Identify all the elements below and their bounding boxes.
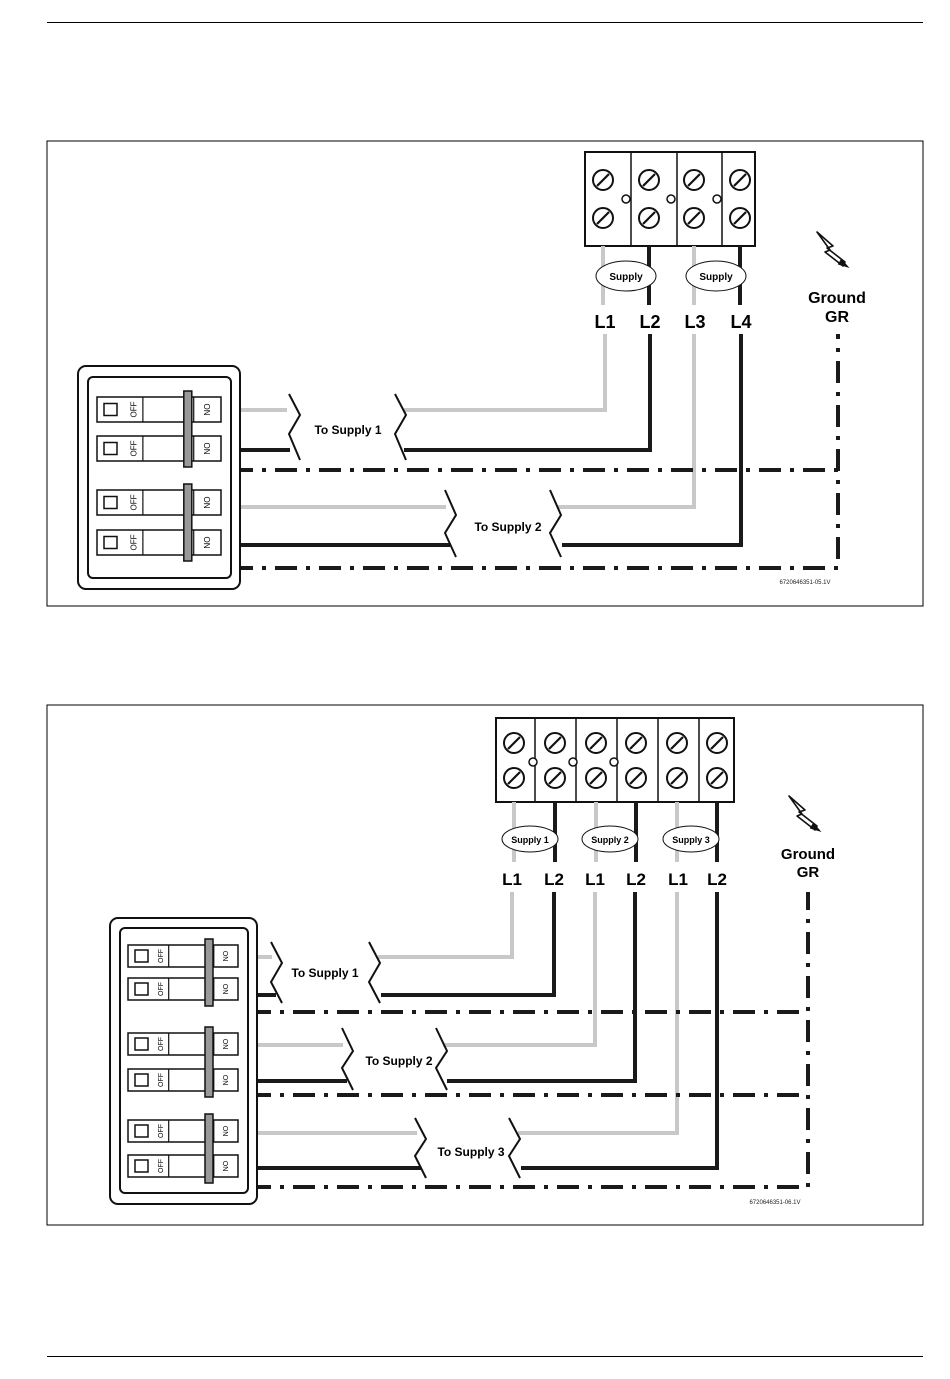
feed-label: To Supply 3: [437, 1145, 504, 1159]
breaker-off-label: OFF: [129, 401, 138, 417]
breaker-panel-2: OFF ON OFF ON OFF ON OFF ON OFF ON OFF ON: [110, 918, 257, 1204]
terminal-block-1: [585, 152, 755, 246]
feed-label: To Supply 2: [474, 520, 541, 534]
ground-label: Ground: [808, 290, 866, 307]
breaker-on-label: ON: [221, 1075, 228, 1086]
breaker-off-label: OFF: [129, 534, 138, 550]
breaker-on-label: ON: [221, 951, 228, 962]
breaker-tie-bar: [205, 939, 213, 1006]
breaker-switch: OFF ON: [97, 436, 221, 461]
breaker-off-label: OFF: [158, 1124, 165, 1138]
supply-oval-label: Supply 1: [511, 835, 549, 845]
lightning-icon: [817, 232, 848, 267]
breaker-on-label: ON: [221, 984, 228, 995]
lightning-icon: [789, 796, 820, 831]
line-label: L1: [502, 870, 522, 889]
breaker-panel-1: OFF ON OFF ON OFF ON OFF ON: [78, 366, 240, 589]
breaker-on-label: ON: [221, 1126, 228, 1137]
diagram-1-two-supplies: Supply Supply L1 L2 L3 L4 Ground GR: [47, 141, 923, 606]
line-label: L4: [730, 312, 751, 332]
breaker-on-label: ON: [202, 497, 211, 509]
breaker-on-label: ON: [221, 1161, 228, 1172]
breaker-tie-bar: [184, 484, 192, 561]
breaker-off-label: OFF: [158, 949, 165, 963]
line-label: L1: [668, 870, 688, 889]
breaker-tie-bar: [205, 1027, 213, 1097]
breaker-switch: OFF ON: [128, 945, 238, 967]
line-label: L1: [585, 870, 605, 889]
breaker-on-label: ON: [221, 1039, 228, 1050]
line-label: L2: [639, 312, 660, 332]
breaker-switch: OFF ON: [97, 397, 221, 422]
ground-label-gr: GR: [797, 864, 820, 881]
supply-oval-label: Supply: [609, 272, 643, 283]
line-label: L2: [626, 870, 646, 889]
breaker-off-label: OFF: [129, 494, 138, 510]
supply-oval-label: Supply 2: [591, 835, 629, 845]
diagram-ref-code: 6720646351-06.1V: [749, 1200, 800, 1206]
supply-oval-label: Supply: [699, 272, 733, 283]
diagram-2-three-supplies: Supply 1 Supply 2 Supply 3 L1 L2 L1 L2 L…: [47, 705, 923, 1225]
breaker-switch: OFF ON: [128, 1120, 238, 1142]
line-label: L3: [684, 312, 705, 332]
feed-label: To Supply 2: [365, 1054, 432, 1068]
breaker-off-label: OFF: [129, 440, 138, 456]
breaker-switch: OFF ON: [97, 490, 221, 515]
breaker-on-label: ON: [202, 404, 211, 416]
terminal-block-2: [496, 718, 734, 802]
supply-oval-label: Supply 3: [672, 835, 710, 845]
breaker-switch: OFF ON: [128, 1069, 238, 1091]
breaker-on-label: ON: [202, 537, 211, 549]
breaker-off-label: OFF: [158, 982, 165, 996]
breaker-switch: OFF ON: [128, 1033, 238, 1055]
breaker-switch: OFF ON: [128, 1155, 238, 1177]
line-label: L2: [707, 870, 727, 889]
ground-label: Ground: [781, 846, 835, 863]
line-label: L2: [544, 870, 564, 889]
breaker-off-label: OFF: [158, 1037, 165, 1051]
breaker-off-label: OFF: [158, 1073, 165, 1087]
feed-label: To Supply 1: [291, 966, 358, 980]
breaker-switch: OFF ON: [97, 530, 221, 555]
diagram-ref-code: 6720646351-05.1V: [779, 580, 830, 586]
breaker-off-label: OFF: [158, 1159, 165, 1173]
ground-label-gr: GR: [825, 309, 849, 326]
breaker-on-label: ON: [202, 443, 211, 455]
breaker-tie-bar: [184, 391, 192, 467]
feed-label: To Supply 1: [314, 423, 381, 437]
breaker-tie-bar: [205, 1114, 213, 1183]
line-label: L1: [594, 312, 615, 332]
breaker-switch: OFF ON: [128, 978, 238, 1000]
